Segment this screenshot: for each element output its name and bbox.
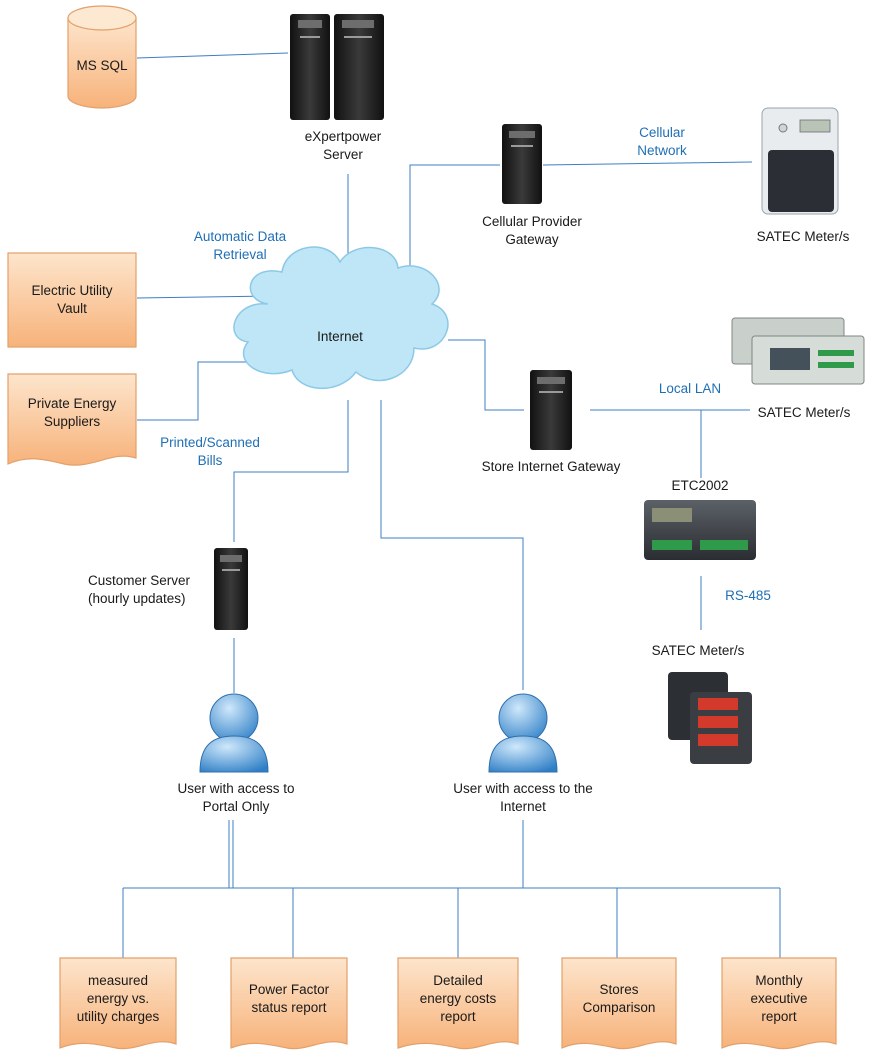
electric-utility-vault-label: Electric Utility Vault [31, 283, 113, 316]
customer-server-icon [214, 548, 248, 630]
connectors [122, 52, 781, 958]
electric-utility-vault-box [7, 252, 137, 348]
report-monthly-executive: Monthly executive report [750, 973, 808, 1024]
report-power-factor: Power Factor status report [248, 982, 330, 1015]
private-energy-suppliers-label: Private Energy Suppliers [27, 396, 117, 429]
automatic-data-retrieval-label: Automatic Data Retrieval [193, 229, 287, 262]
printed-scanned-bills-label: Printed/Scanned Bills [160, 435, 260, 468]
report-detailed-energy-costs: Detailed energy costs report [419, 973, 497, 1024]
local-lan-label: Local LAN [658, 381, 722, 396]
satec-meter-rs485-label: SATEC Meter/s [651, 643, 745, 658]
store-gateway-server-icon [530, 370, 572, 450]
rs485-label: RS-485 [725, 588, 771, 603]
user-internet-icon [488, 693, 558, 773]
ms-sql-label: MS SQL [76, 58, 128, 73]
store-gateway-label: Store Internet Gateway [481, 459, 621, 474]
etc2002-label: ETC2002 [671, 478, 729, 493]
user-portal-icon [199, 693, 269, 773]
customer-server-label: Customer Server (hourly updates) [88, 573, 191, 606]
report-measured-energy: measured energy vs. utility charges [76, 973, 160, 1024]
internet-cloud-icon [233, 246, 449, 389]
satec-lan-meter-icon [731, 317, 865, 385]
report-shapes [59, 957, 837, 1050]
satec-cellular-meter-icon [761, 107, 839, 215]
user-internet-label: User with access to the Internet [453, 781, 593, 814]
internet-label: Internet [317, 329, 363, 344]
user-portal-label: User with access to Portal Only [177, 781, 295, 814]
private-energy-suppliers-box [7, 373, 137, 466]
report-stores-comparison: Stores Comparison [582, 982, 656, 1015]
satec-rs485-meter-icon [668, 672, 752, 764]
satec-meter-cellular-label: SATEC Meter/s [756, 229, 850, 244]
ms-sql-database-icon [67, 5, 137, 109]
expertpower-server-label: eXpertpower Server [304, 129, 382, 162]
cellular-network-label: Cellular Network [637, 125, 687, 158]
cellular-gateway-label: Cellular Provider Gateway [482, 214, 582, 247]
etc2002-device-icon [644, 500, 756, 560]
expertpower-server-icon [290, 14, 384, 120]
cellular-gateway-server-icon [502, 124, 542, 204]
satec-meter-lan-label: SATEC Meter/s [757, 405, 851, 420]
